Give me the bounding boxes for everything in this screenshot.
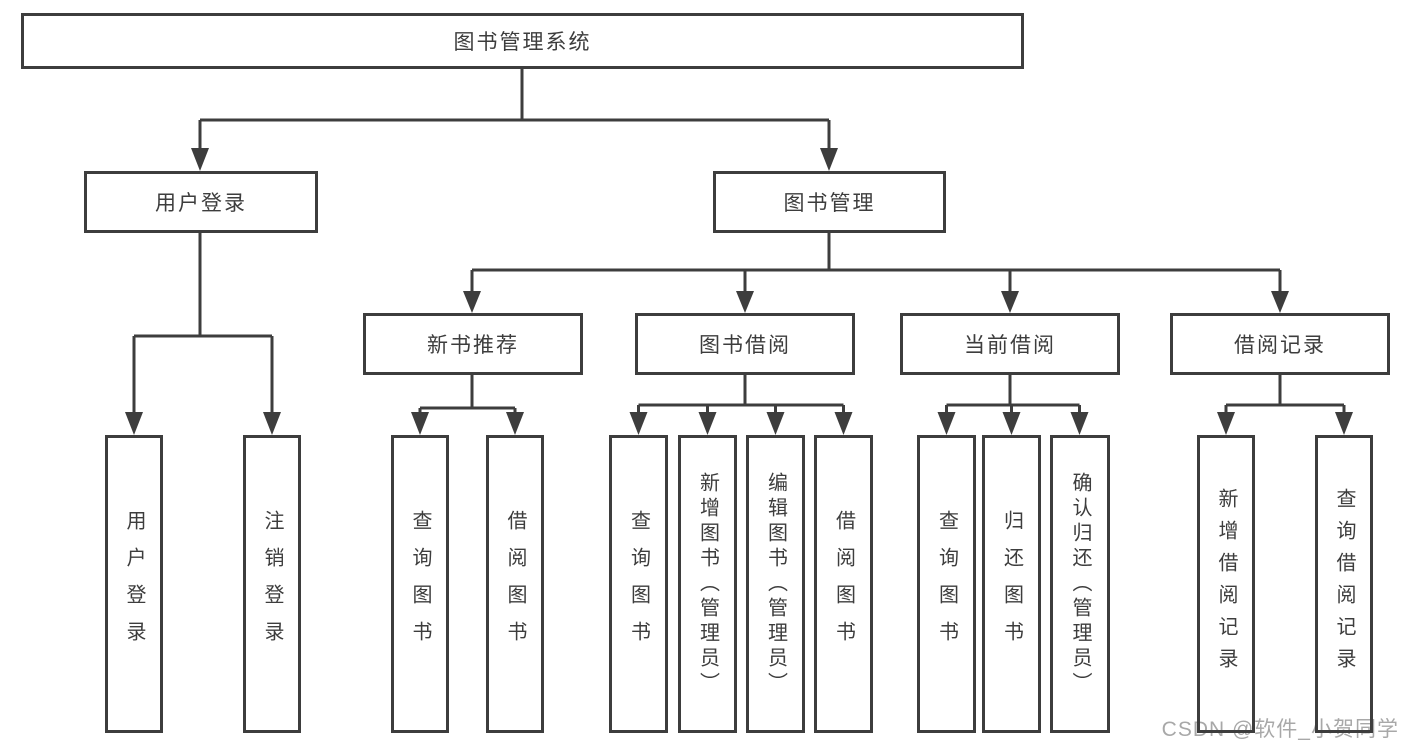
node-label: 借阅记录 (1234, 334, 1326, 357)
node-label: 查询图书 (935, 510, 958, 658)
leaf-logout: 注销登录 (243, 435, 301, 733)
leaf-confirm-return-admin: 确认归还（管理员） (1050, 435, 1110, 733)
node-new-book-recommendation: 新书推荐 (363, 313, 583, 375)
node-label: 查询图书 (627, 510, 650, 658)
node-label: 注销登录 (261, 510, 283, 658)
leaf-borrow-books: 借阅图书 (814, 435, 873, 733)
node-label: 用户登录 (155, 192, 247, 215)
node-label: 确认归还（管理员） (1069, 471, 1091, 697)
node-library-management-system: 图书管理系统 (21, 13, 1024, 69)
node-label: 借阅图书 (832, 510, 855, 658)
leaf-query-books-recommend: 查询图书 (391, 435, 449, 733)
csdn-watermark: CSDN @软件_小贺同学 (1161, 718, 1399, 741)
node-book-management-branch: 图书管理 (713, 171, 946, 233)
node-current-borrowing: 当前借阅 (900, 313, 1120, 375)
node-book-borrowing: 图书借阅 (635, 313, 855, 375)
leaf-user-login: 用户登录 (105, 435, 163, 733)
node-label: 新书推荐 (427, 334, 519, 357)
leaf-edit-book-admin: 编辑图书（管理员） (746, 435, 805, 733)
node-label: 新增图书（管理员） (696, 471, 719, 697)
leaf-return-books: 归还图书 (982, 435, 1041, 733)
node-borrowing-records: 借阅记录 (1170, 313, 1390, 375)
node-label: 查询借阅记录 (1333, 488, 1355, 680)
node-label: 查询图书 (409, 510, 431, 658)
node-label: 借阅图书 (504, 510, 526, 658)
node-label: 图书管理 (783, 192, 876, 215)
leaf-borrow-books-recommend: 借阅图书 (486, 435, 544, 733)
leaf-query-borrow-record: 查询借阅记录 (1315, 435, 1373, 733)
leaf-add-book-admin: 新增图书（管理员） (678, 435, 737, 733)
node-label: 当前借阅 (964, 334, 1056, 357)
node-label: 图书借阅 (699, 334, 791, 357)
leaf-query-books-current: 查询图书 (917, 435, 976, 733)
node-user-login-branch: 用户登录 (84, 171, 318, 233)
leaf-query-books-borrowing: 查询图书 (609, 435, 668, 733)
node-label: 用户登录 (123, 510, 145, 658)
node-label: 新增借阅记录 (1215, 488, 1237, 680)
node-label: 归还图书 (1000, 510, 1023, 658)
leaf-add-borrow-record: 新增借阅记录 (1197, 435, 1255, 733)
node-label: 图书管理系统 (453, 31, 592, 54)
node-label: 编辑图书（管理员） (764, 471, 787, 697)
